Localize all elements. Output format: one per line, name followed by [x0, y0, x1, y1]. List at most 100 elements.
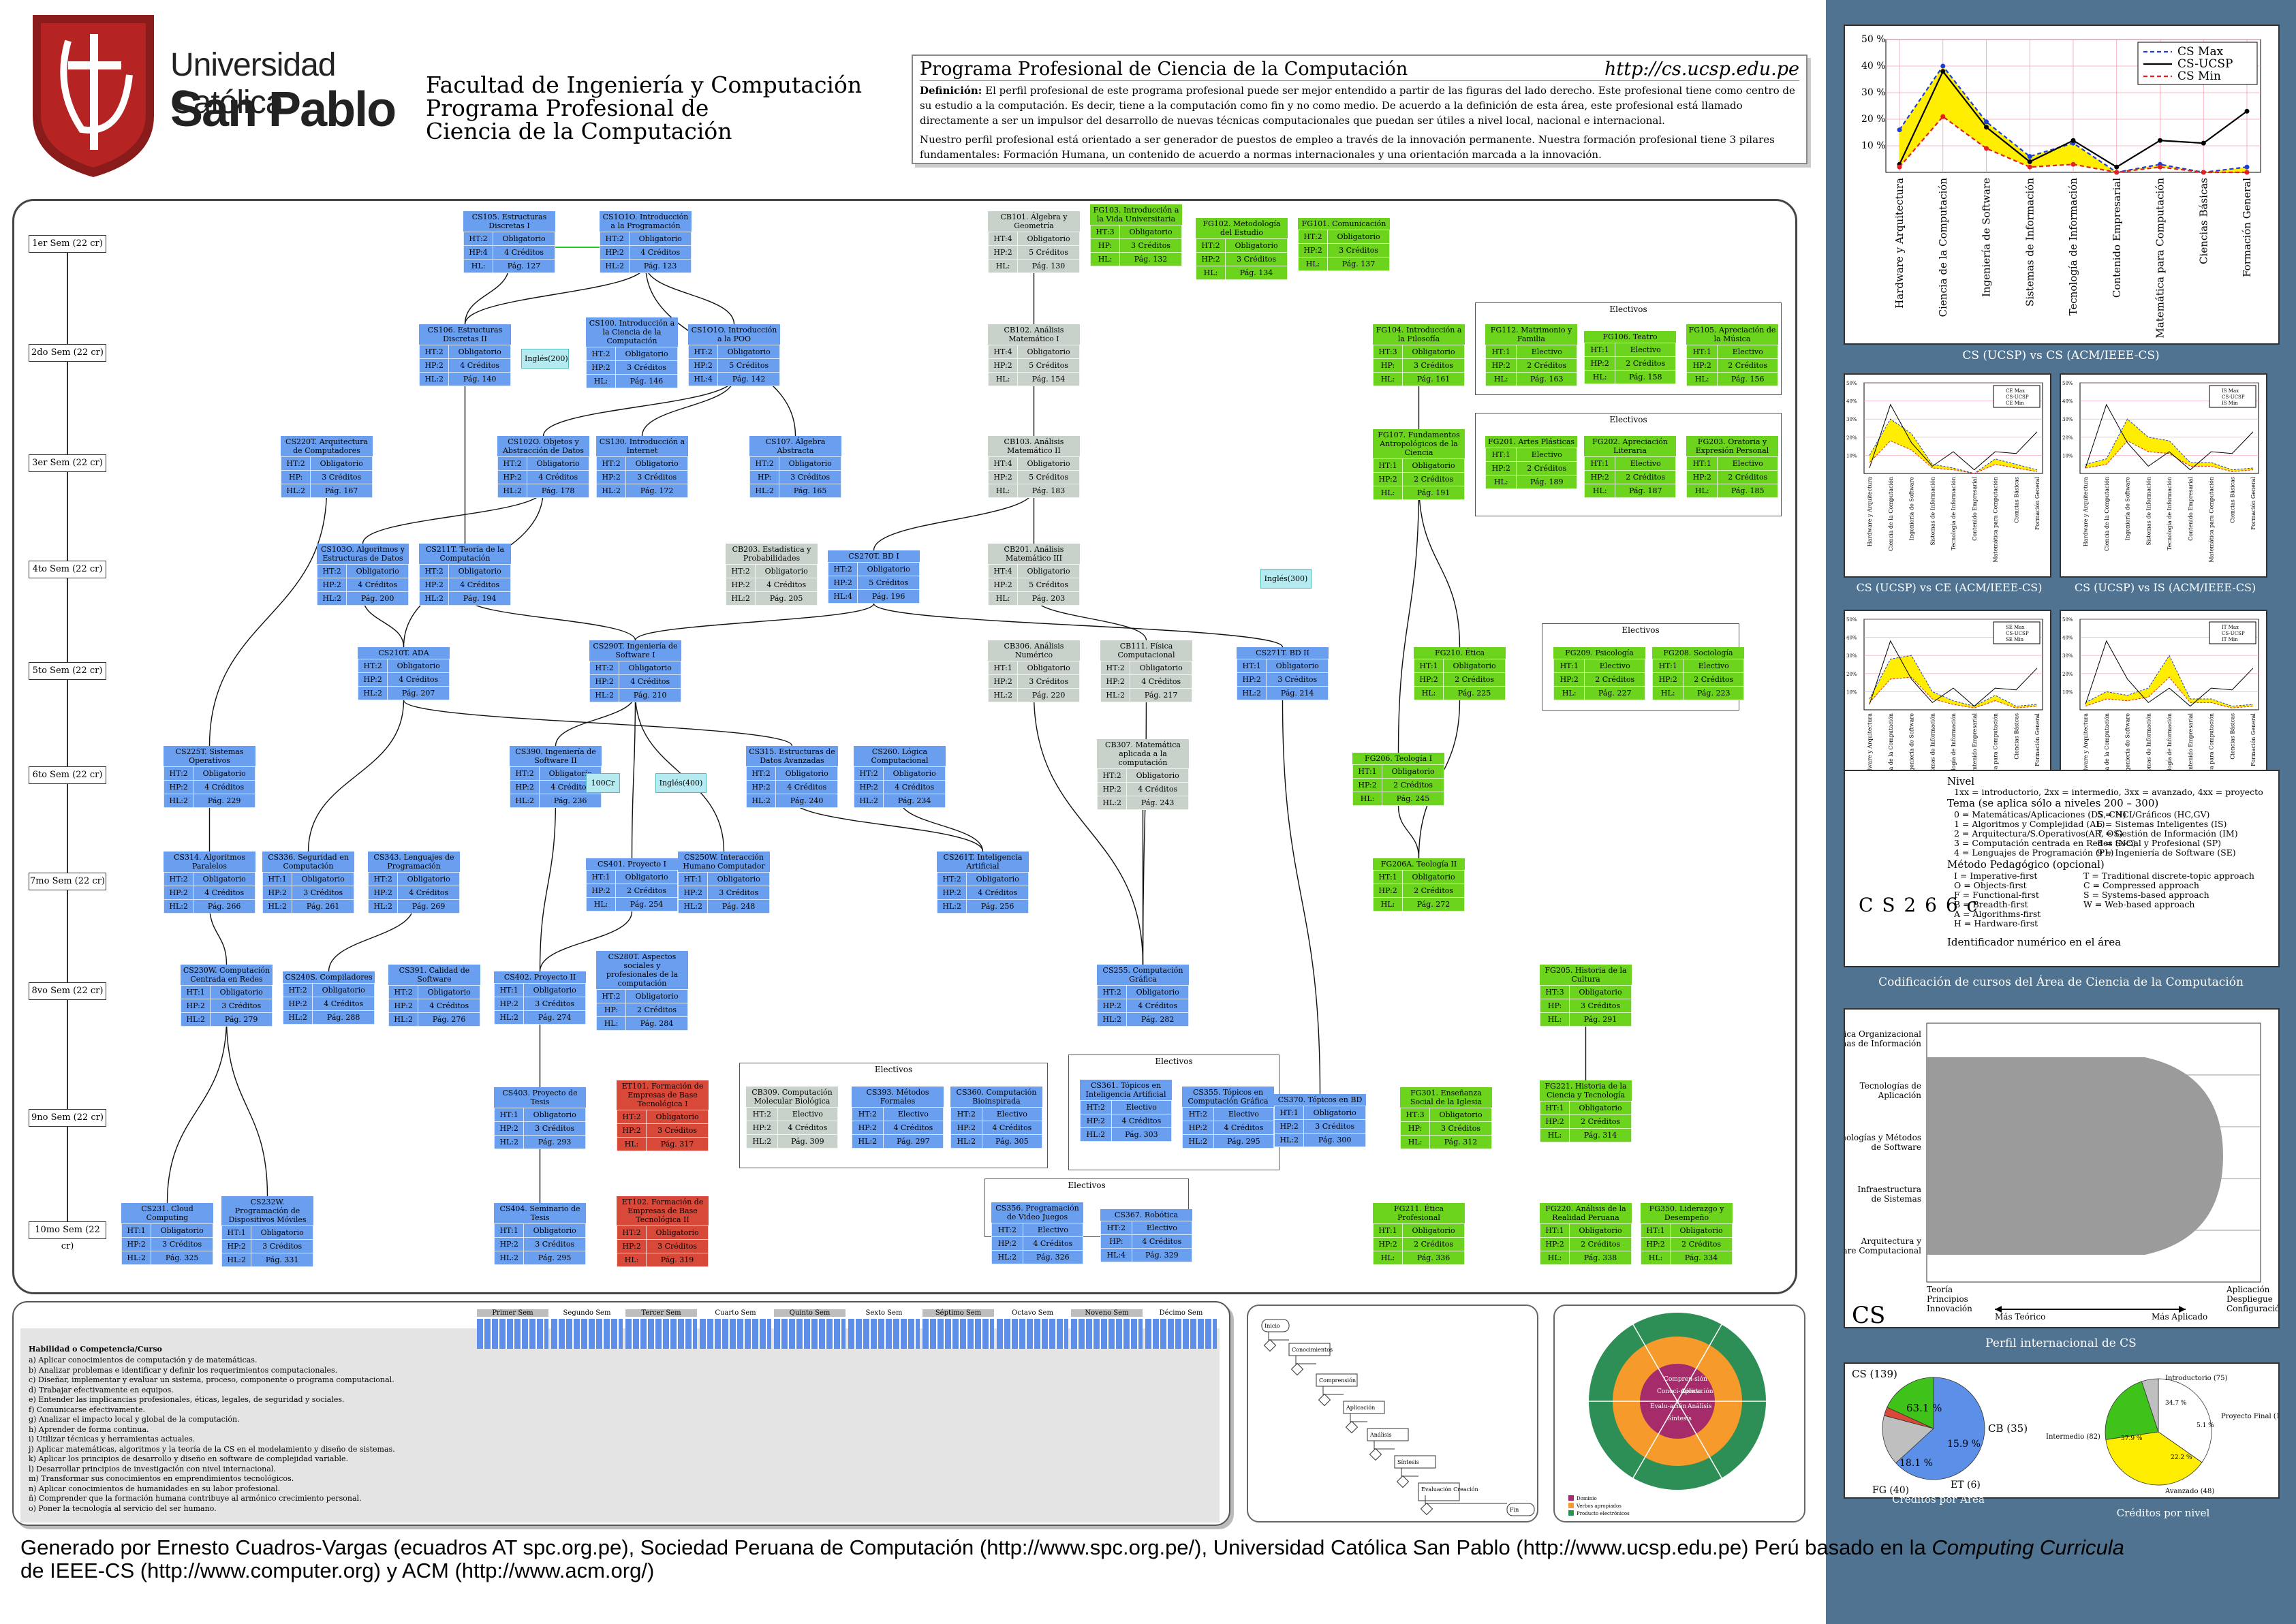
course-card[interactable]: ET101. Formación de Empresas de Base Tec…	[616, 1080, 709, 1151]
course-field: HP:2	[991, 1236, 1023, 1251]
course-card[interactable]: CS361. Tópicos en Inteligencia Artificia…	[1080, 1080, 1173, 1142]
wheel-label: Evalu-ación	[1650, 1403, 1686, 1410]
course-field: HT:2	[950, 1107, 982, 1121]
course-title: FG101. Comunicación	[1301, 219, 1386, 228]
course-card[interactable]: FG221. Historia de la Ciencia y Tecnolog…	[1539, 1080, 1632, 1142]
course-field: HP:2	[1686, 358, 1718, 373]
course-field: 5 Créditos	[717, 358, 780, 373]
course-field: HP:2	[121, 1237, 152, 1251]
course-card[interactable]: CS280T. Aspectos sociales y profesionale…	[595, 951, 688, 1031]
program-url[interactable]: http://cs.ucsp.edu.pe	[1604, 59, 1799, 80]
course-title: CB309. Computación Molecular Biológica	[751, 1088, 833, 1106]
course-card[interactable]: FG107. Fundamentos Antropológicos de la …	[1372, 429, 1465, 500]
x-tick: Hardware y Arquitectura	[1867, 477, 1873, 547]
course-card[interactable]: ET102. Formación de Empresas de Base Tec…	[616, 1196, 709, 1267]
course-field: HT:2	[163, 872, 194, 886]
data-point	[2244, 170, 2250, 175]
course-field: Obligatorio	[1670, 1223, 1733, 1238]
course-card[interactable]: CS232W. Programación de Dispositivos Móv…	[221, 1196, 313, 1267]
x-tick: Ciencias Básicas	[2229, 477, 2235, 523]
course-field: HP:2	[950, 1121, 982, 1135]
course-field: 4 Créditos	[1126, 782, 1189, 796]
course-card[interactable]: CB307. Matemática aplicada a la computac…	[1096, 739, 1189, 810]
course-card[interactable]: FG103. Introducción a la Vida Universita…	[1089, 204, 1182, 266]
electives-label: Electivos	[1622, 625, 1660, 635]
course-card[interactable]: CS100. Introducción a la Ciencia de la C…	[585, 317, 678, 388]
code-legend-line: 0 = Matemáticas/Aplicaciones (DS, CN)	[1954, 809, 2126, 819]
course-field: HT:1	[1539, 1223, 1570, 1238]
course-field: Obligatorio	[779, 456, 841, 471]
course-field: Obligatorio	[1266, 659, 1329, 673]
course-card[interactable]: CS103O. Algoritmos y Estructuras de Dato…	[316, 544, 409, 606]
course-field: 4 Créditos	[346, 578, 409, 592]
course-field: Pág. 295	[523, 1251, 586, 1265]
wheel-legend-label: Dominio	[1577, 1496, 1597, 1501]
